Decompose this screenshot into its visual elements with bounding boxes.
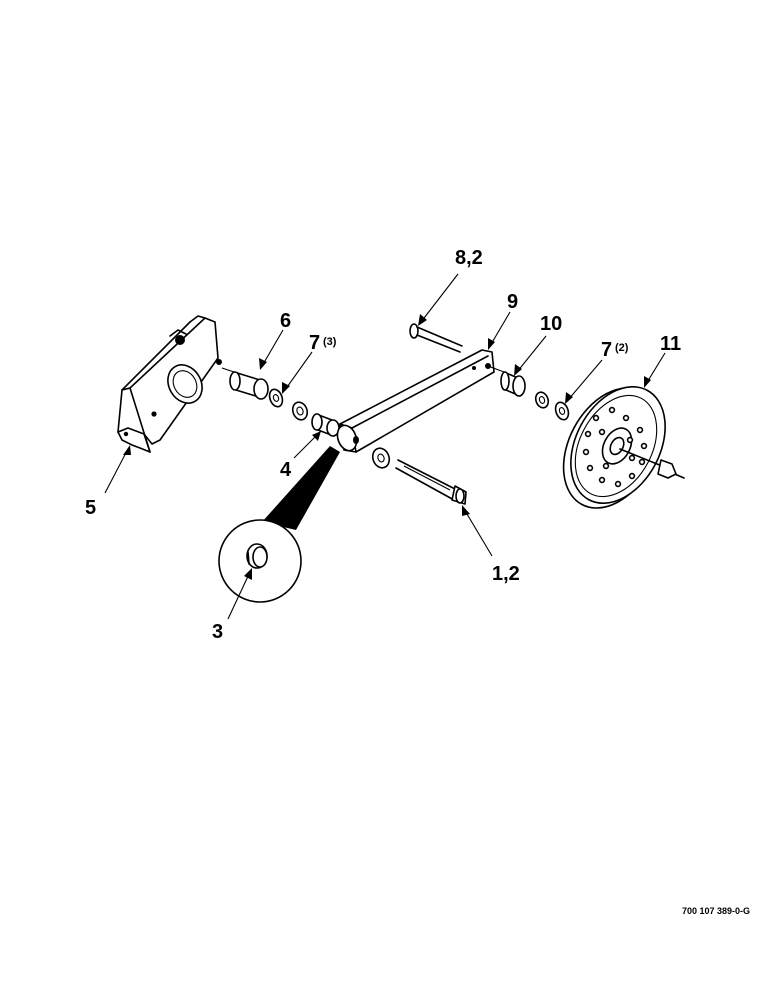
callout-7a: 7 (309, 332, 320, 354)
spacer-part-4 (311, 413, 340, 437)
callout-5: 5 (85, 497, 96, 519)
callout-10: 10 (540, 313, 562, 335)
spacer-part-10 (487, 365, 526, 397)
callout-7b: 7 (601, 339, 612, 361)
callout-4: 4 (280, 459, 292, 481)
callout-6: 6 (280, 310, 291, 332)
bolt-part-8 (409, 323, 463, 353)
arm-part-9 (336, 349, 495, 453)
bolt-part-1 (395, 459, 467, 505)
washer-lower (371, 447, 391, 469)
callout-7a-qty: (3) (323, 336, 337, 348)
spacer-part-6 (221, 367, 269, 400)
washers-part-7a (268, 388, 309, 421)
detail-inset-part-3 (218, 446, 340, 603)
callout-1-2: 1,2 (492, 563, 520, 585)
callout-3: 3 (212, 621, 223, 643)
callout-7b-qty: (2) (615, 342, 629, 354)
pulley-part-11 (562, 386, 685, 509)
callout-9: 9 (507, 291, 518, 313)
leader-lines (104, 273, 666, 620)
document-code: 700 107 389-0-G (682, 906, 750, 916)
pulley-holes (582, 406, 648, 488)
bracket-part-5 (117, 315, 222, 453)
washers-part-7b (534, 391, 570, 421)
callout-8-2: 8,2 (455, 247, 483, 269)
callout-11: 11 (660, 333, 681, 355)
